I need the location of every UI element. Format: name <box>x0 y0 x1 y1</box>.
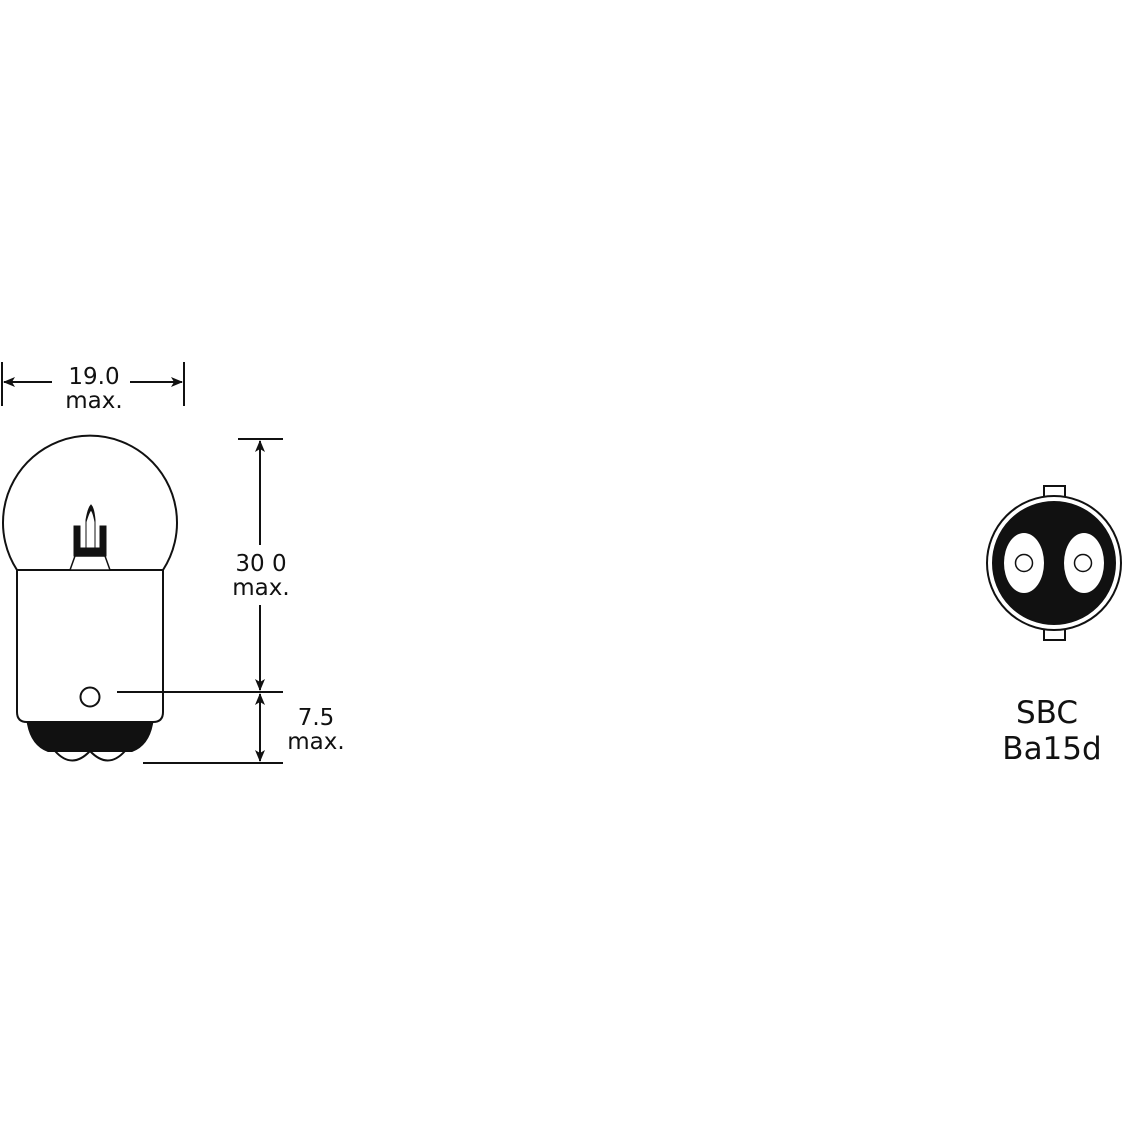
bulb-pins <box>54 749 126 762</box>
contact-right-point <box>1073 553 1093 573</box>
bulb-base <box>16 569 164 723</box>
height-qualifier: max. <box>232 575 289 601</box>
height-value: 30 0 <box>235 551 286 577</box>
base-insulator <box>992 501 1116 625</box>
bayonet-pin <box>79 686 101 708</box>
filament-icon <box>68 504 112 571</box>
bulb-contact <box>26 723 154 752</box>
base-code: Ba15d <box>1002 731 1101 767</box>
width-qualifier: max. <box>65 388 122 414</box>
pin-value: 7.5 <box>298 705 335 731</box>
width-value: 19.0 <box>68 364 119 390</box>
base-name: SBC <box>1016 695 1078 731</box>
bulb-drawing <box>2 434 178 762</box>
pin-qualifier: max. <box>287 729 344 755</box>
contact-left-point <box>1014 553 1034 573</box>
bulb-globe <box>2 434 178 571</box>
base-end-view <box>986 485 1122 641</box>
width-dimension <box>1 362 185 406</box>
height-dimension <box>117 438 283 764</box>
